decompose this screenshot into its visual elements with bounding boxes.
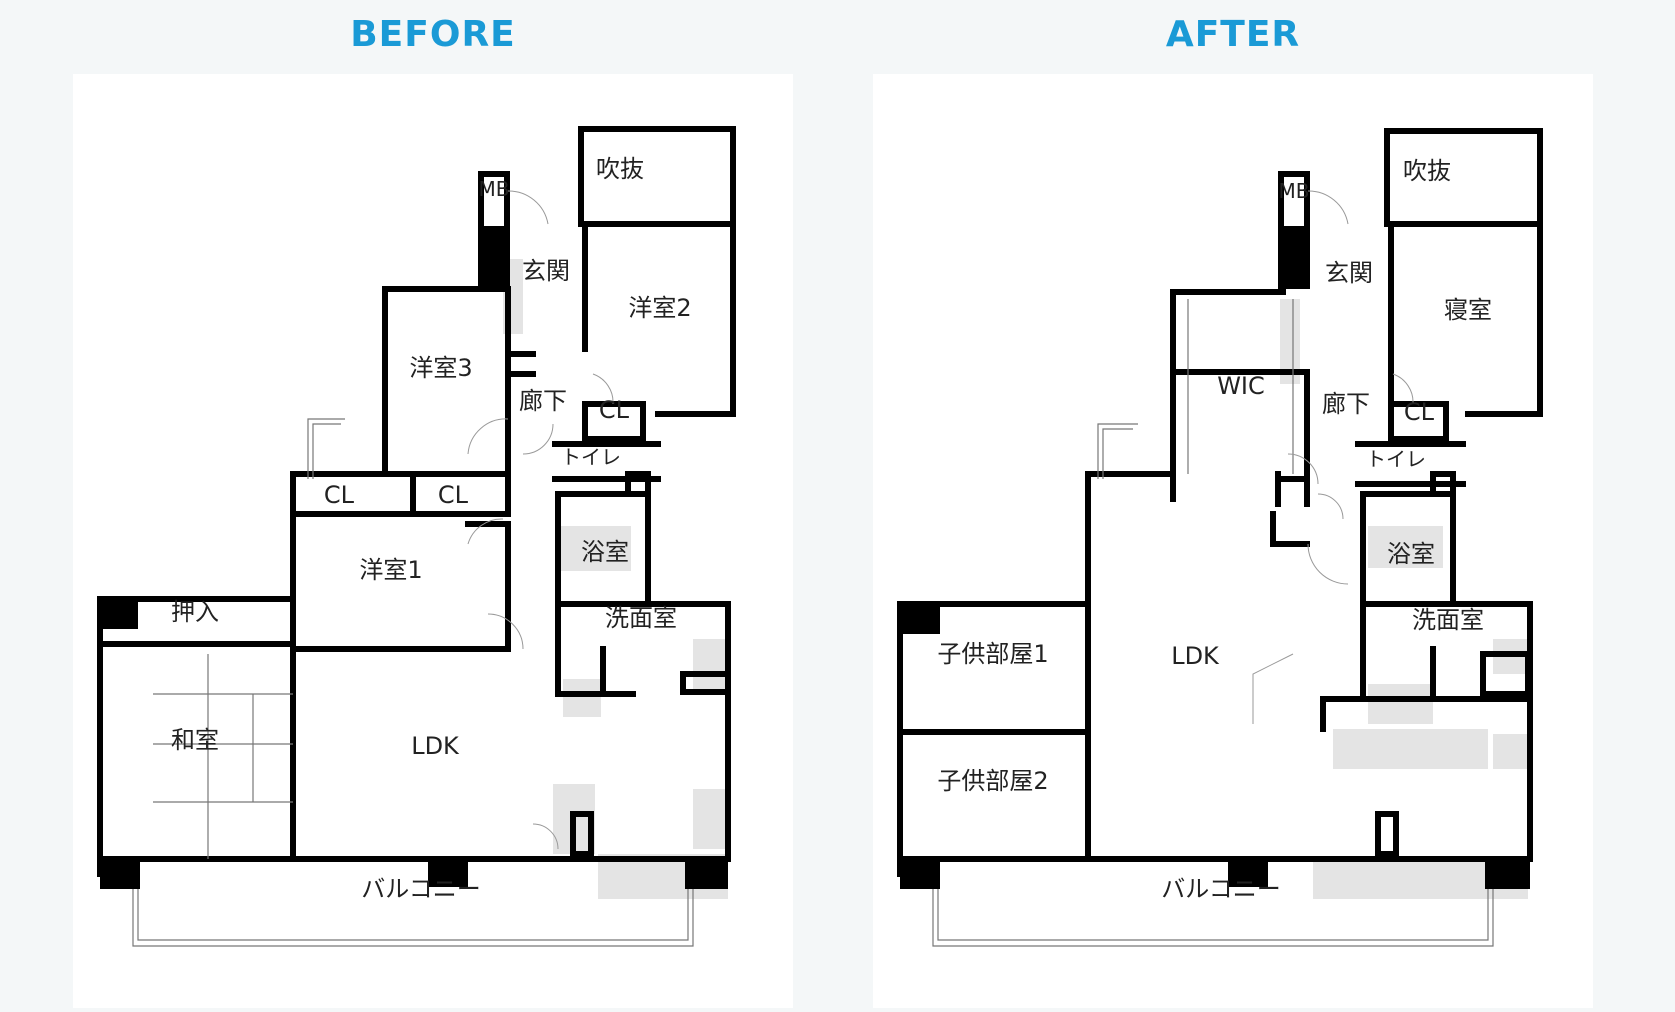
room-label-toilet: トイレ xyxy=(1366,447,1426,471)
room-label-senmenshitsu: 洗面室 xyxy=(605,604,677,632)
shoe-cabinet-fixture xyxy=(1280,299,1300,384)
bathtub-fixture xyxy=(561,526,631,571)
room-label-cl: CL xyxy=(1404,398,1435,426)
room-label-roka: 廊下 xyxy=(1322,390,1370,418)
room-label-yokushitsu: 浴室 xyxy=(1387,540,1435,568)
room-label-cl-a: CL xyxy=(599,396,630,424)
room-label-shinshitsu: 寝室 xyxy=(1444,296,1492,324)
room-label-yokushitsu: 浴室 xyxy=(581,538,629,566)
room-label-balcony: バルコニー xyxy=(361,875,481,903)
room-label-genkan: 玄関 xyxy=(1325,259,1373,287)
room-label-kodomo2: 子供部屋2 xyxy=(937,767,1048,795)
room-label-washitsu: 和室 xyxy=(171,726,219,754)
room-label-oshiire: 押入 xyxy=(171,598,219,626)
kitchen-counter-fixture xyxy=(1333,729,1488,769)
bathtub-fixture xyxy=(1368,526,1443,568)
room-label-kodomo1: 子供部屋1 xyxy=(937,640,1048,668)
room-label-mb: MB xyxy=(479,177,510,201)
room-label-fukinuke: 吹抜 xyxy=(596,155,644,183)
room-label-yoshitsu1: 洋室1 xyxy=(359,556,422,584)
before-heading: BEFORE xyxy=(350,14,516,55)
after-walls xyxy=(897,128,1543,889)
after-floor-plan-panel: 吹抜 MB 玄関 寝室 WIC 廊下 CL トイレ 浴室 洗面室 子供部屋1 子… xyxy=(873,74,1593,1008)
room-label-cl-b: CL xyxy=(324,481,355,509)
room-label-fukinuke: 吹抜 xyxy=(1403,157,1451,185)
room-label-senmenshitsu: 洗面室 xyxy=(1412,606,1484,634)
room-label-roka: 廊下 xyxy=(519,387,567,415)
room-label-balcony: バルコニー xyxy=(1161,875,1281,903)
before-walls xyxy=(97,126,736,889)
vanity-fixture xyxy=(693,639,728,694)
before-floor-plan: 吹抜 MB 玄関 洋室2 洋室3 廊下 CL トイレ CL CL 浴室 洋室1 … xyxy=(97,126,736,947)
before-floor-plan-panel: 吹抜 MB 玄関 洋室2 洋室3 廊下 CL トイレ CL CL 浴室 洋室1 … xyxy=(73,74,793,1008)
room-label-wic: WIC xyxy=(1217,372,1265,400)
room-label-ldk: LDK xyxy=(1171,642,1220,670)
room-label-yoshitsu2: 洋室2 xyxy=(628,294,691,322)
room-label-genkan: 玄関 xyxy=(522,257,570,285)
washing-machine-fixture xyxy=(563,679,601,717)
room-label-ldk: LDK xyxy=(411,732,460,760)
stove-fixture xyxy=(693,789,728,849)
room-label-toilet: トイレ xyxy=(561,445,621,469)
vanity-fixture xyxy=(1368,684,1433,724)
room-label-cl-c: CL xyxy=(438,481,469,509)
room-label-yoshitsu3: 洋室3 xyxy=(409,354,472,382)
fridge-fixture xyxy=(1493,734,1530,769)
after-heading: AFTER xyxy=(1165,14,1301,55)
room-label-mb: MB xyxy=(1279,179,1310,203)
after-floor-plan: 吹抜 MB 玄関 寝室 WIC 廊下 CL トイレ 浴室 洗面室 子供部屋1 子… xyxy=(897,128,1543,947)
